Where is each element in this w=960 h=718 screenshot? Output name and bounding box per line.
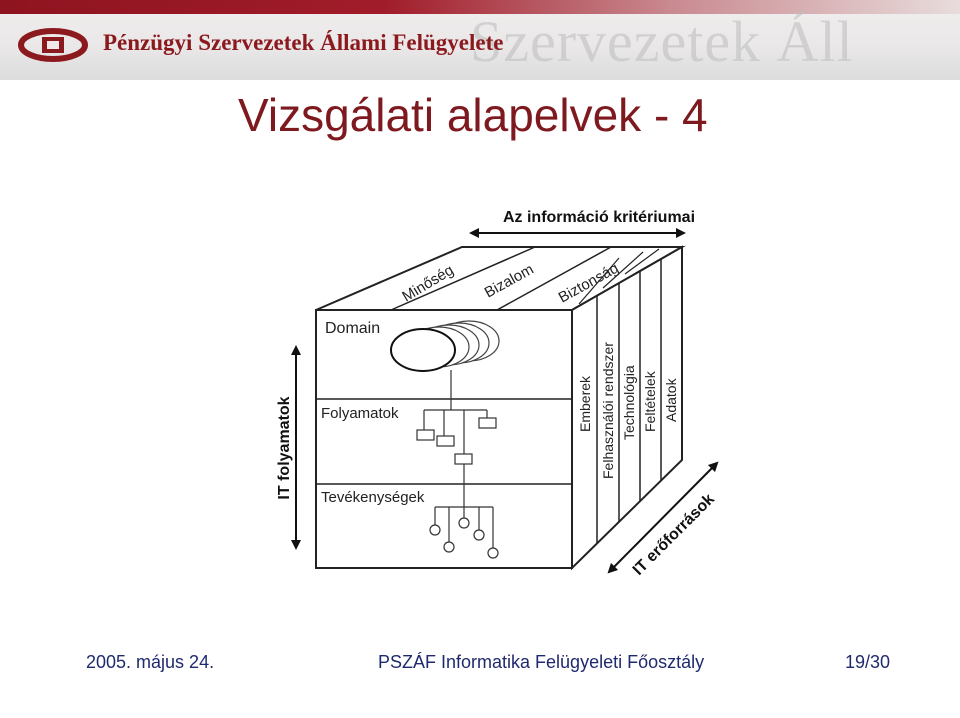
side-label-adatok: Adatok (663, 377, 679, 422)
side-label-technologia: Technológia (621, 365, 637, 440)
top-divider (390, 246, 536, 311)
side-label-felhasznaloi-rendszer: Felhasználói rendszer (600, 342, 616, 479)
footer-department: PSZÁF Informatika Felügyeleti Főosztály (378, 652, 705, 672)
it-resources-arrow (607, 461, 719, 574)
row-label-folyamatok: Folyamatok (321, 405, 399, 422)
it-resources-label: IT erőforrások (630, 491, 718, 579)
banner-red-strip (0, 0, 960, 14)
banner-watermark-text: Szervezetek Áll (470, 9, 854, 74)
footer-date: 2005. május 24. (86, 652, 215, 672)
slide-title: Vizsgálati alapelvek - 4 (238, 89, 708, 141)
criteria-label: Az információ kritériumai (503, 209, 695, 226)
organization-name: Pénzügyi Szervezetek Állami Felügyelete (103, 30, 504, 55)
domain-ellipses (390, 320, 500, 372)
cube-svg: Az információ kritériumai Minőség Bizalo… (276, 209, 719, 579)
process-tree (416, 370, 499, 559)
side-label-emberek: Emberek (577, 375, 593, 432)
cobit-cube-diagram: Az információ kritériumai Minőség Bizalo… (259, 192, 733, 596)
side-label-feltetelek: Feltételek (642, 370, 658, 432)
row-label-domain: Domain (325, 320, 380, 337)
footer-page-number: 19/30 (845, 652, 891, 672)
header-banner: Szervezetek Áll Pénzügyi Szervezetek Áll… (0, 0, 960, 80)
it-processes-label: IT folyamatok (276, 396, 293, 499)
pszaf-logo-icon (18, 28, 88, 62)
top-divider (624, 248, 660, 275)
row-label-tevekenysegek: Tevékenységek (321, 489, 425, 506)
top-divider (496, 246, 612, 311)
top-divider (578, 257, 620, 305)
top-divider (602, 251, 644, 289)
